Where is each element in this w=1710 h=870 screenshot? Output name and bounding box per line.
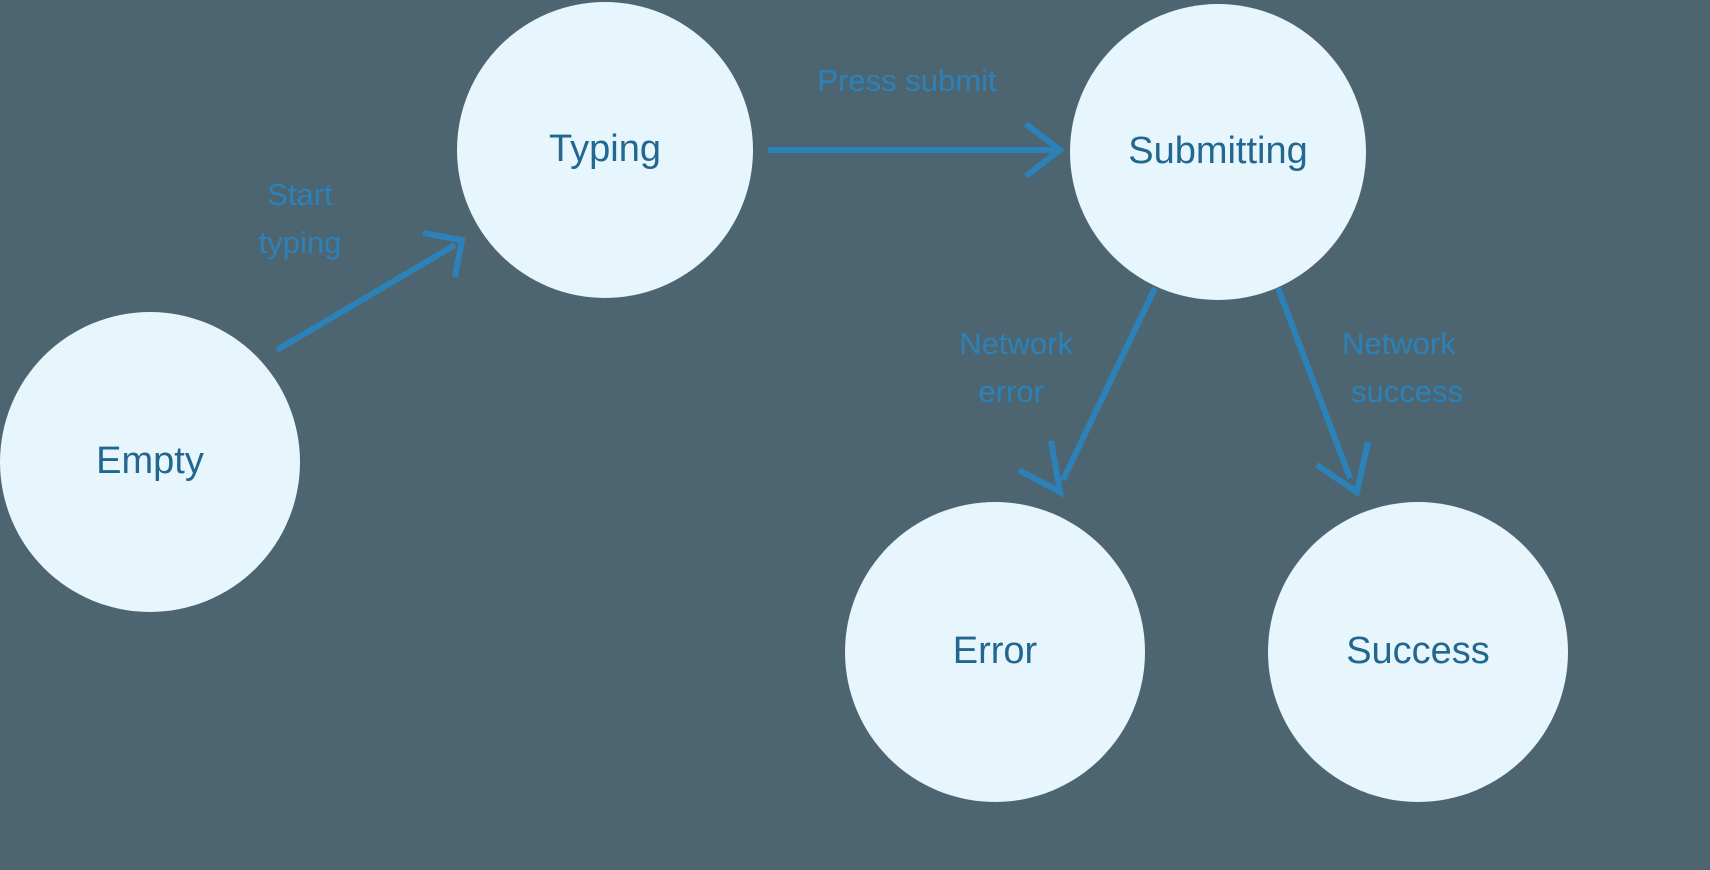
edge-start-typing-label-line-2: typing xyxy=(259,225,342,260)
edge-network-success-line xyxy=(1275,286,1353,480)
node-typing-label: Typing xyxy=(549,128,661,170)
node-success-label: Success xyxy=(1346,630,1490,672)
edge-start-typing-line xyxy=(275,242,457,353)
edge-network-success: Network success xyxy=(1275,286,1463,497)
node-error-circle[interactable] xyxy=(845,502,1145,802)
node-submitting-label: Submitting xyxy=(1128,130,1308,172)
node-empty[interactable]: Empty xyxy=(0,312,300,612)
edge-network-error-label-line-2: error xyxy=(979,374,1044,409)
node-success-circle[interactable] xyxy=(1268,502,1568,802)
edge-network-success-label-line-1: Network xyxy=(1342,326,1456,361)
node-error[interactable]: Error xyxy=(845,502,1145,802)
edge-network-error: Network error xyxy=(959,286,1158,498)
edge-start-typing: Start typing xyxy=(259,177,466,353)
edge-press-submit-arrowhead xyxy=(1024,121,1065,179)
node-empty-label: Empty xyxy=(96,440,204,482)
edge-start-typing-label-line-1: Start xyxy=(267,177,333,212)
node-submitting-circle[interactable] xyxy=(1070,4,1366,300)
node-error-label: Error xyxy=(953,630,1038,672)
edge-network-success-label-line-2: success xyxy=(1351,374,1463,409)
node-typing-circle[interactable] xyxy=(457,2,753,298)
edge-network-error-line xyxy=(1060,286,1158,482)
edge-start-typing-arrowhead xyxy=(422,230,466,278)
edge-network-error-arrowhead xyxy=(1017,440,1065,498)
node-submitting[interactable]: Submitting xyxy=(1070,4,1366,300)
edge-network-success-arrowhead xyxy=(1315,441,1371,497)
edge-press-submit: Press submit xyxy=(768,63,1065,179)
edge-press-submit-label: Press submit xyxy=(817,63,997,98)
node-empty-circle[interactable] xyxy=(0,312,300,612)
node-typing[interactable]: Typing xyxy=(457,2,753,298)
node-success[interactable]: Success xyxy=(1268,502,1568,802)
edge-network-error-label-line-1: Network xyxy=(959,326,1073,361)
